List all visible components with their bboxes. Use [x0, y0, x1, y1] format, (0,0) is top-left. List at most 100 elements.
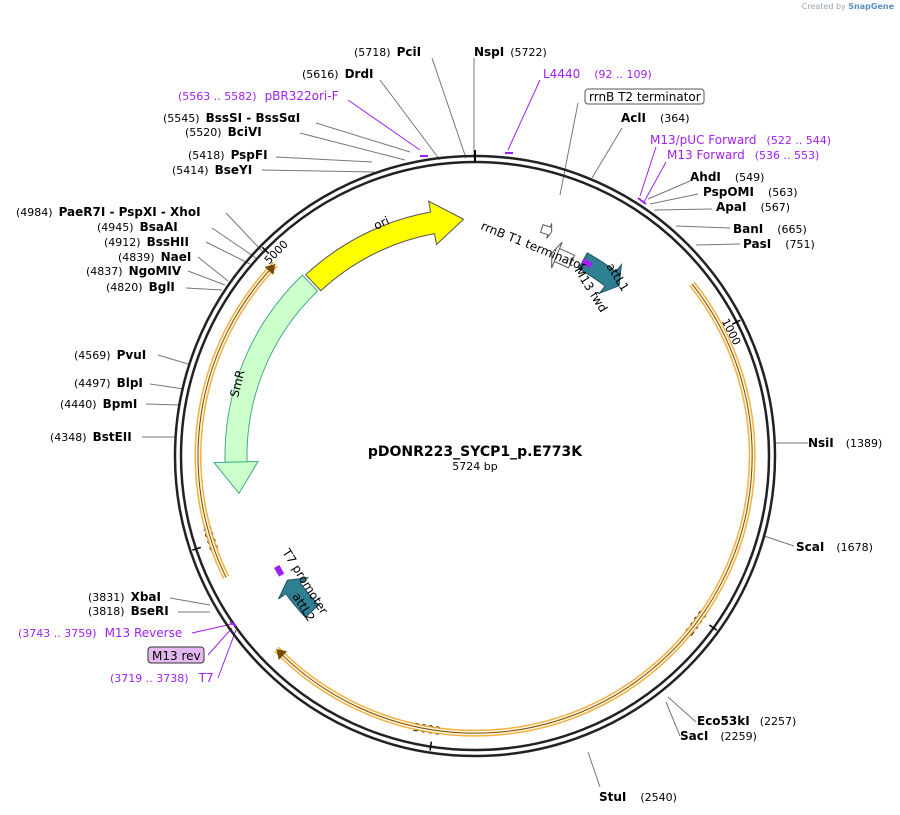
ori-arrow — [305, 200, 465, 292]
orf-band — [194, 261, 756, 737]
enzyme-name: ScaI — [796, 540, 824, 554]
enzyme-name: BssSI - BssSαI — [206, 111, 301, 125]
svg-text:(5545)BssSI - BssSαI: (5545) BssSI - BssSαI — [163, 111, 300, 125]
svg-text:AclI(364): AclI(364) — [621, 111, 690, 125]
terminator-box — [584, 88, 705, 105]
primer-name: pBR322ori-F — [265, 89, 339, 103]
enzyme-name: PciI — [397, 45, 422, 59]
enzyme-name: BlpI — [117, 376, 143, 390]
orf-band-main-core — [276, 283, 753, 734]
primer-name: L4440 — [543, 67, 580, 81]
enzyme-pos: (5418) — [188, 149, 225, 162]
enzyme-pos: (5722) — [510, 46, 547, 59]
enzyme-name: XbaI — [131, 590, 161, 604]
enzyme-pos: (3818) — [88, 605, 125, 618]
enzyme-name: AhdI — [690, 170, 721, 184]
svg-text:(4945)BsaAI: (4945) BsaAI — [97, 220, 178, 234]
svg-text:L4440(92 .. 109): L4440 (92 .. 109) — [543, 67, 652, 81]
svg-text:(3743 .. 3759)M13 Reverse: (3743 .. 3759)M13 Reverse — [18, 626, 182, 640]
enzyme-name: PasI — [743, 237, 771, 251]
enzyme-pos: (549) — [735, 171, 765, 184]
svg-text:ScaI(1678): ScaI (1678) — [796, 540, 873, 554]
t7-promoter-mark — [274, 565, 285, 577]
orf-band-left-core — [197, 263, 276, 578]
svg-text:(4569)PvuI: (4569) PvuI — [74, 348, 146, 362]
enzyme-name: BglI — [149, 280, 175, 294]
svg-text:(5718)PciI: (5718)PciI — [354, 45, 421, 59]
snapgene-logo: SnapGene — [848, 2, 894, 11]
scale-tick — [708, 624, 718, 631]
svg-text:(5414)BseYI: (5414)BseYI — [172, 163, 252, 177]
primer-range: (3719 .. 3738) — [110, 672, 189, 685]
svg-text:(3818)BseRI: (3818) BseRI — [88, 604, 169, 618]
scale-tick — [429, 741, 433, 751]
scale-tick — [261, 246, 270, 255]
enzyme-name: NsiI — [808, 436, 834, 450]
svg-text:(5616)DrdI: (5616) DrdI — [302, 67, 374, 81]
enzyme-name: BssHII — [147, 235, 189, 249]
enzyme-pos: (665) — [777, 223, 807, 236]
orf-band-left-arrowhead — [264, 264, 276, 275]
svg-text:SacI(2259): SacI(2259) — [680, 729, 757, 743]
svg-text:NsiI(1389): NsiI(1389) — [808, 436, 882, 450]
svg-text:(4839)NaeI: (4839)NaeI — [118, 250, 191, 264]
enzyme-name: NgoMIV — [129, 264, 182, 278]
enzyme-pos: (364) — [660, 112, 690, 125]
ori-label: ori — [372, 214, 392, 233]
enzyme-pos: (4984) — [16, 206, 53, 219]
enzyme-pos: (5414) — [172, 164, 209, 177]
enzyme-pos: (4497) — [74, 377, 111, 390]
enzyme-pos: (5616) — [302, 68, 339, 81]
m13-rev-box — [147, 646, 205, 664]
enzyme-name: StuI — [599, 790, 626, 804]
enzyme-pos: (1678) — [836, 541, 873, 554]
enzyme-pos: (2257) — [760, 715, 797, 728]
svg-text:NspI(5722): NspI (5722) — [474, 45, 547, 59]
enzyme-pos: (4569) — [74, 349, 111, 362]
orf-band-main-arrowhead — [276, 649, 288, 660]
svg-text:StuI(2540): StuI (2540) — [599, 790, 677, 804]
svg-text:(5418)PspFI: (5418) PspFI — [188, 148, 268, 162]
enzyme-name: NspI — [474, 45, 504, 59]
primer-range: (5563 .. 5582) — [178, 90, 257, 103]
enzyme-pos: (4837) — [86, 265, 123, 278]
enzyme-name: BseRI — [131, 604, 169, 618]
svg-text:PspOMI(563): PspOMI(563) — [703, 185, 798, 199]
enzyme-name: BsaAI — [140, 220, 178, 234]
enzyme-pos: (4348) — [50, 431, 87, 444]
primer-range: (536 .. 553) — [755, 149, 820, 162]
svg-text:(4820)BglI: (4820) BglI — [106, 280, 175, 294]
rrnb-t1-arrow — [551, 241, 576, 269]
label-leader-lines — [142, 57, 808, 788]
svg-text:M13 Forward(536 .. 553): M13 Forward(536 .. 553) — [667, 148, 819, 162]
svg-text:(4984)PaeR7I - PspXI - XhoI: (4984) PaeR7I - PspXI - XhoI — [16, 205, 201, 219]
plasmid-length: 5724 bp — [452, 460, 497, 473]
scale-tick — [731, 319, 741, 325]
svg-text:AhdI(549): AhdI (549) — [690, 170, 764, 184]
svg-text:(4912)BssHII: (4912)BssHII — [104, 235, 189, 249]
enzyme-pos: (751) — [785, 238, 815, 251]
primer-name: M13 Reverse — [105, 626, 183, 640]
svg-text:(4837)NgoMIV: (4837) NgoMIV — [86, 264, 182, 278]
enzyme-name: PspFI — [231, 148, 268, 162]
rrnb-t2-marker — [539, 223, 553, 239]
primer-range: (522 .. 544) — [767, 134, 832, 147]
enzyme-name: PaeR7I - PspXI - XhoI — [59, 205, 201, 219]
enzyme-pos: (4945) — [97, 221, 134, 234]
m13-fwd-mark — [581, 258, 593, 269]
rrnb-t1-label: rrnB T1 terminator — [479, 219, 588, 274]
enzyme-pos: (4820) — [106, 281, 143, 294]
enzyme-name: Eco53kI — [697, 714, 750, 728]
enzyme-pos: (2259) — [720, 730, 757, 743]
svg-text:(3831)XbaI: (3831)XbaI — [88, 590, 161, 604]
svg-text:(5563 .. 5582)pBR322ori-F: (5563 .. 5582) pBR322ori-F — [178, 89, 339, 103]
svg-text:PasI(751): PasI (751) — [743, 237, 815, 251]
primer-name: T7 — [198, 671, 214, 685]
enzyme-name: NaeI — [161, 250, 192, 264]
enzyme-pos: (5545) — [163, 112, 200, 125]
enzyme-name: BstEII — [93, 430, 132, 444]
enzyme-name: PvuI — [117, 348, 147, 362]
enzyme-name: DrdI — [345, 67, 374, 81]
enzyme-pos: (2540) — [640, 791, 677, 804]
primer-range: (92 .. 109) — [594, 68, 652, 81]
